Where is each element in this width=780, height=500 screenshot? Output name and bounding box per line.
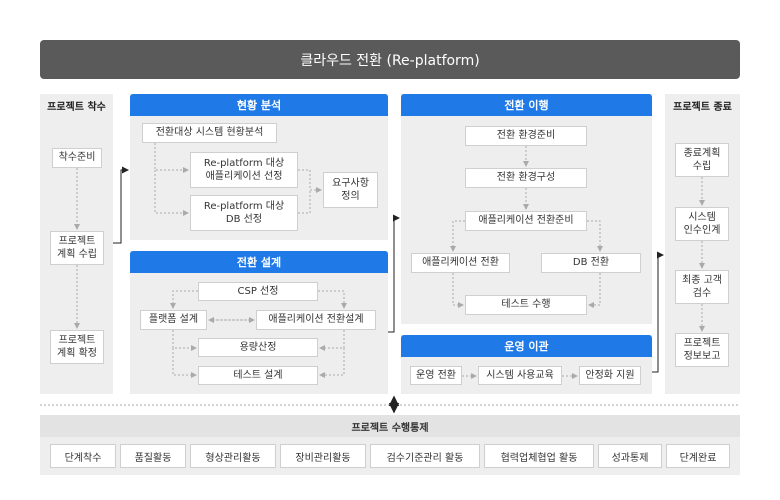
- end-item-report: 프로젝트 정보보고: [675, 333, 729, 367]
- control-item-partner: 협력업체협업 활동: [484, 444, 594, 468]
- migration-env-prep: 전환 환경준비: [465, 126, 587, 146]
- start-item-confirm: 프로젝트 계획 확정: [50, 330, 104, 364]
- design-test: 테스트 설계: [198, 366, 318, 385]
- end-item-handover: 시스템 인수인계: [675, 207, 729, 241]
- control-item-stage-start: 단계착수: [50, 444, 116, 468]
- operation-item-training: 시스템 사용교육: [478, 366, 562, 385]
- analysis-header: 현황 분석: [130, 94, 388, 116]
- migration-db-conv: DB 전환: [541, 253, 641, 273]
- control-item-equipment: 장비관리활동: [280, 444, 366, 468]
- start-item-prep: 착수준비: [52, 148, 102, 168]
- analysis-main: 전환대상 시스템 현황분석: [142, 123, 277, 143]
- design-csp: CSP 선정: [198, 282, 318, 301]
- analysis-req: 요구사항 정의: [323, 172, 378, 208]
- start-header: 프로젝트 착수: [47, 102, 106, 113]
- control-header: 프로젝트 수행통제: [40, 415, 740, 437]
- migration-app-conv: 애플리케이션 전환: [411, 253, 510, 273]
- control-item-performance: 성과통제: [598, 444, 662, 468]
- migration-env-build: 전환 환경구성: [465, 168, 587, 188]
- control-item-acceptance: 검수기준관리 활동: [370, 444, 480, 468]
- end-header: 프로젝트 종료: [673, 102, 732, 113]
- design-capacity: 용량산정: [198, 338, 318, 357]
- operation-header: 운영 이관: [401, 335, 652, 357]
- migration-header: 전환 이행: [401, 94, 652, 116]
- analysis-db: Re-platform 대상 DB 선정: [190, 195, 298, 231]
- migration-app-prep: 애플리케이션 전환준비: [465, 211, 587, 231]
- diagram-title: 클라우드 전환 (Re-platform): [40, 40, 740, 79]
- control-item-config: 형상관리활동: [190, 444, 276, 468]
- design-platform: 플랫폼 설계: [140, 310, 207, 330]
- analysis-app: Re-platform 대상 애플리케이션 선정: [190, 152, 298, 188]
- control-item-quality: 품질활동: [120, 444, 186, 468]
- control-item-stage-end: 단계완료: [666, 444, 730, 468]
- start-item-plan: 프로젝트 계획 수립: [50, 231, 104, 265]
- design-app: 애플리케이션 전환설계: [256, 310, 376, 330]
- end-item-plan: 종료계획 수립: [675, 143, 729, 177]
- operation-item-switch: 운영 전환: [410, 366, 462, 385]
- design-header: 전환 설계: [130, 251, 388, 273]
- operation-item-stabilize: 안정화 지원: [579, 366, 641, 385]
- end-item-inspection: 최종 고객 검수: [675, 270, 729, 304]
- migration-test-run: 테스트 수행: [465, 295, 587, 315]
